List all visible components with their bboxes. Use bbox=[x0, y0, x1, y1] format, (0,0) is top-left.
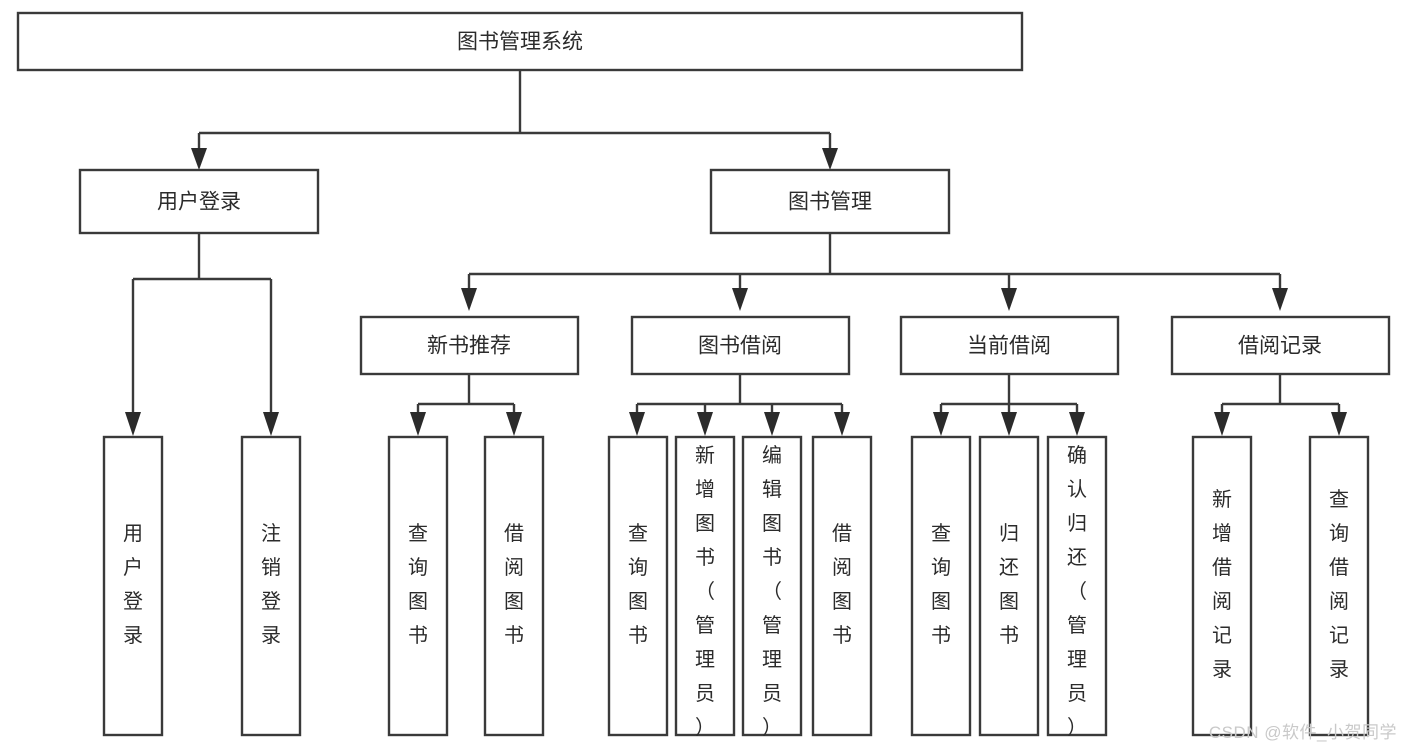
arrowhead-leaf-cb-3 bbox=[1069, 412, 1085, 436]
leaf-book-borrow-1-label: 查询图书 bbox=[628, 522, 648, 647]
leaf-current-borrow-1-box[interactable] bbox=[910, 435, 972, 737]
leaf-user-login-1[interactable]: 用户登录 bbox=[102, 435, 164, 737]
leaf-book-borrow-3-label: 编辑图书（管理员） bbox=[762, 444, 782, 739]
leaf-book-borrow-3-box[interactable] bbox=[741, 435, 803, 737]
leaf-current-borrow-3[interactable]: 确认归还（管理员） bbox=[1046, 435, 1108, 739]
node-borrow-record-label: 借阅记录 bbox=[1238, 335, 1322, 358]
leaf-current-borrow-1-label: 查询图书 bbox=[931, 522, 951, 647]
node-current-borrow[interactable]: 当前借阅 bbox=[899, 315, 1120, 376]
leaf-borrow-record-2-box[interactable] bbox=[1308, 435, 1370, 737]
node-book-borrow[interactable]: 图书借阅 bbox=[630, 315, 851, 376]
arrowhead-leaf-nb-2 bbox=[506, 412, 522, 436]
arrowhead-leaf-br-2 bbox=[1331, 412, 1347, 436]
leaf-new-book-1-box[interactable] bbox=[387, 435, 449, 737]
arrowhead-leaf-bb-4 bbox=[834, 412, 850, 436]
leaf-user-login-1-box[interactable] bbox=[102, 435, 164, 737]
node-user-login-label: 用户登录 bbox=[157, 191, 241, 214]
leaf-new-book-1[interactable]: 查询图书 bbox=[387, 435, 449, 737]
node-current-borrow-box[interactable] bbox=[899, 315, 1120, 376]
node-new-book-recommend-label: 新书推荐 bbox=[427, 335, 511, 358]
arrowhead-bookmgmt bbox=[822, 148, 838, 170]
leaf-new-book-2[interactable]: 借阅图书 bbox=[483, 435, 545, 737]
arrowhead-leaf-bb-2 bbox=[697, 412, 713, 436]
leaf-borrow-record-1-label: 新增借阅记录 bbox=[1212, 488, 1232, 681]
leaf-borrow-record-2[interactable]: 查询借阅记录 bbox=[1308, 435, 1370, 737]
arrowhead-leaf-cb-2 bbox=[1001, 412, 1017, 436]
arrowhead-newbook bbox=[461, 288, 477, 311]
leaf-user-login-2-box[interactable] bbox=[240, 435, 302, 737]
arrowhead-leaf-br-1 bbox=[1214, 412, 1230, 436]
leaf-borrow-record-1[interactable]: 新增借阅记录 bbox=[1191, 435, 1253, 737]
leaf-current-borrow-3-label: 确认归还（管理员） bbox=[1067, 444, 1087, 739]
arrowhead-leaf-bb-1 bbox=[629, 412, 645, 436]
leaf-borrow-record-2-label: 查询借阅记录 bbox=[1329, 488, 1349, 681]
leaf-current-borrow-2-box[interactable] bbox=[978, 435, 1040, 737]
leaf-current-borrow-2-label: 归还图书 bbox=[999, 522, 1019, 647]
node-root-box[interactable] bbox=[16, 11, 1024, 72]
leaf-new-book-2-label: 借阅图书 bbox=[504, 522, 524, 647]
connector-layer bbox=[125, 70, 1347, 436]
arrowhead-userlogin bbox=[191, 148, 207, 170]
arrowhead-leaf-bb-3 bbox=[764, 412, 780, 436]
leaf-current-borrow-1[interactable]: 查询图书 bbox=[910, 435, 972, 737]
arrowhead-leaf-user-login bbox=[125, 412, 141, 436]
arrowhead-bookborrow bbox=[732, 288, 748, 311]
node-current-borrow-label: 当前借阅 bbox=[967, 335, 1051, 358]
leaf-book-borrow-4[interactable]: 借阅图书 bbox=[811, 435, 873, 737]
leaf-book-borrow-4-label: 借阅图书 bbox=[832, 522, 852, 647]
arrowhead-borrowrecord bbox=[1272, 288, 1288, 311]
leaf-book-borrow-1-box[interactable] bbox=[607, 435, 669, 737]
node-book-management-box[interactable] bbox=[709, 168, 951, 235]
leaf-new-book-1-label: 查询图书 bbox=[408, 522, 428, 647]
leaf-current-borrow-3-box[interactable] bbox=[1046, 435, 1108, 737]
leaf-borrow-record-1-box[interactable] bbox=[1191, 435, 1253, 737]
leaf-user-login-1-label: 用户登录 bbox=[123, 523, 143, 647]
node-book-borrow-label: 图书借阅 bbox=[698, 335, 782, 358]
arrowhead-leaf-logout bbox=[263, 412, 279, 436]
node-book-borrow-box[interactable] bbox=[630, 315, 851, 376]
node-new-book-recommend[interactable]: 新书推荐 bbox=[359, 315, 580, 376]
arrowhead-currentborrow bbox=[1001, 288, 1017, 311]
node-book-management-label: 图书管理 bbox=[788, 191, 872, 214]
node-root-label: 图书管理系统 bbox=[457, 31, 583, 54]
node-new-book-recommend-box[interactable] bbox=[359, 315, 580, 376]
node-user-login[interactable]: 用户登录 bbox=[78, 168, 320, 235]
leaf-current-borrow-2[interactable]: 归还图书 bbox=[978, 435, 1040, 737]
leaf-book-borrow-2-box[interactable] bbox=[674, 435, 736, 737]
leaf-book-borrow-2-label: 新增图书（管理员） bbox=[695, 444, 715, 739]
leaf-book-borrow-3[interactable]: 编辑图书（管理员） bbox=[741, 435, 803, 739]
leaf-user-login-2[interactable]: 注销登录 bbox=[240, 435, 302, 737]
leaf-book-borrow-1[interactable]: 查询图书 bbox=[607, 435, 669, 737]
leaf-book-borrow-4-box[interactable] bbox=[811, 435, 873, 737]
leaf-user-login-2-label: 注销登录 bbox=[261, 522, 281, 647]
leaf-new-book-2-box[interactable] bbox=[483, 435, 545, 737]
node-borrow-record[interactable]: 借阅记录 bbox=[1170, 315, 1391, 376]
node-user-login-box[interactable] bbox=[78, 168, 320, 235]
arrowhead-leaf-cb-1 bbox=[933, 412, 949, 436]
node-root[interactable]: 图书管理系统 bbox=[16, 11, 1024, 72]
arrowhead-leaf-nb-1 bbox=[410, 412, 426, 436]
node-borrow-record-box[interactable] bbox=[1170, 315, 1391, 376]
node-book-management[interactable]: 图书管理 bbox=[709, 168, 951, 235]
leaf-book-borrow-2[interactable]: 新增图书（管理员） bbox=[674, 435, 736, 739]
